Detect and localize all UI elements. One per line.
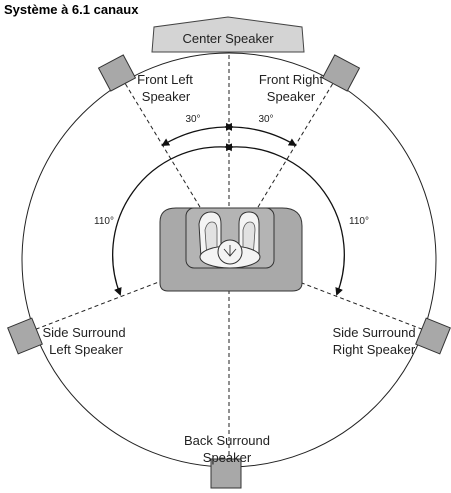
front-right-angle-label: 30° [258, 114, 273, 125]
front-left-label-2: Speaker [142, 89, 191, 104]
back-surround-label: Back Surround [184, 433, 270, 448]
side-left-angle-arc [112, 143, 233, 296]
diagram-title: Système à 6.1 canaux [4, 2, 139, 17]
front-right-angle-arc [225, 122, 297, 147]
front-right-label-2: Speaker [267, 89, 316, 104]
side-left-label: Side Surround [42, 325, 125, 340]
side-left-angle-label: 110° [94, 216, 114, 227]
side-left-speaker [7, 317, 43, 355]
center-speaker-label: Center Speaker [182, 31, 274, 46]
center-speaker [151, 16, 305, 53]
front-left-angle-label: 30° [185, 114, 200, 125]
side-right-speaker [415, 317, 451, 355]
back-surround-label-2: Speaker [203, 450, 252, 465]
front-left-angle-arc [161, 122, 233, 147]
side-left-label-2: Left Speaker [49, 342, 123, 357]
sofa-with-listener [159, 207, 303, 292]
front-left-label: Front Left [137, 72, 193, 87]
front-left-speaker [97, 54, 137, 92]
back-surround-speaker [210, 458, 242, 489]
side-right-angle-arc [225, 143, 345, 296]
side-right-label-2: Right Speaker [333, 342, 416, 357]
side-right-label: Side Surround [332, 325, 415, 340]
front-right-label: Front Right [259, 72, 324, 87]
front-right-speaker [321, 54, 361, 92]
side-right-angle-label: 110° [349, 216, 369, 227]
